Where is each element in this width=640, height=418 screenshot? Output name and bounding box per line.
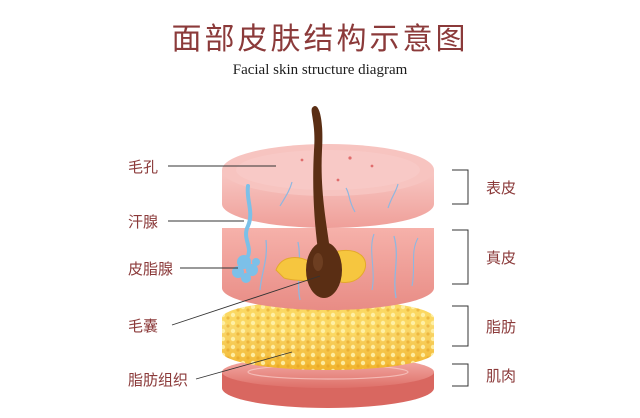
label-dermis: 真皮 xyxy=(486,249,517,267)
label-fat: 脂肪 xyxy=(486,318,517,336)
epidermis-layer xyxy=(222,144,434,228)
sweat-gland-icon xyxy=(232,184,260,283)
label-epidermis: 表皮 xyxy=(486,179,517,197)
label-sweat-gland: 汗腺 xyxy=(128,213,159,231)
label-adipose-tissue: 脂肪组织 xyxy=(128,371,189,389)
hair-icon xyxy=(306,105,342,298)
label-muscle: 肌肉 xyxy=(486,367,517,385)
label-hair-follicle: 毛囊 xyxy=(128,317,159,335)
label-pore: 毛孔 xyxy=(128,158,159,176)
title-en: Facial skin structure diagram xyxy=(232,62,408,78)
label-sebaceous-gland: 皮脂腺 xyxy=(128,260,174,278)
title-zh: 面部皮肤结构示意图 xyxy=(171,22,469,57)
layer-brackets xyxy=(452,169,469,387)
fat-layer xyxy=(222,300,434,370)
leader-lines xyxy=(168,165,321,380)
